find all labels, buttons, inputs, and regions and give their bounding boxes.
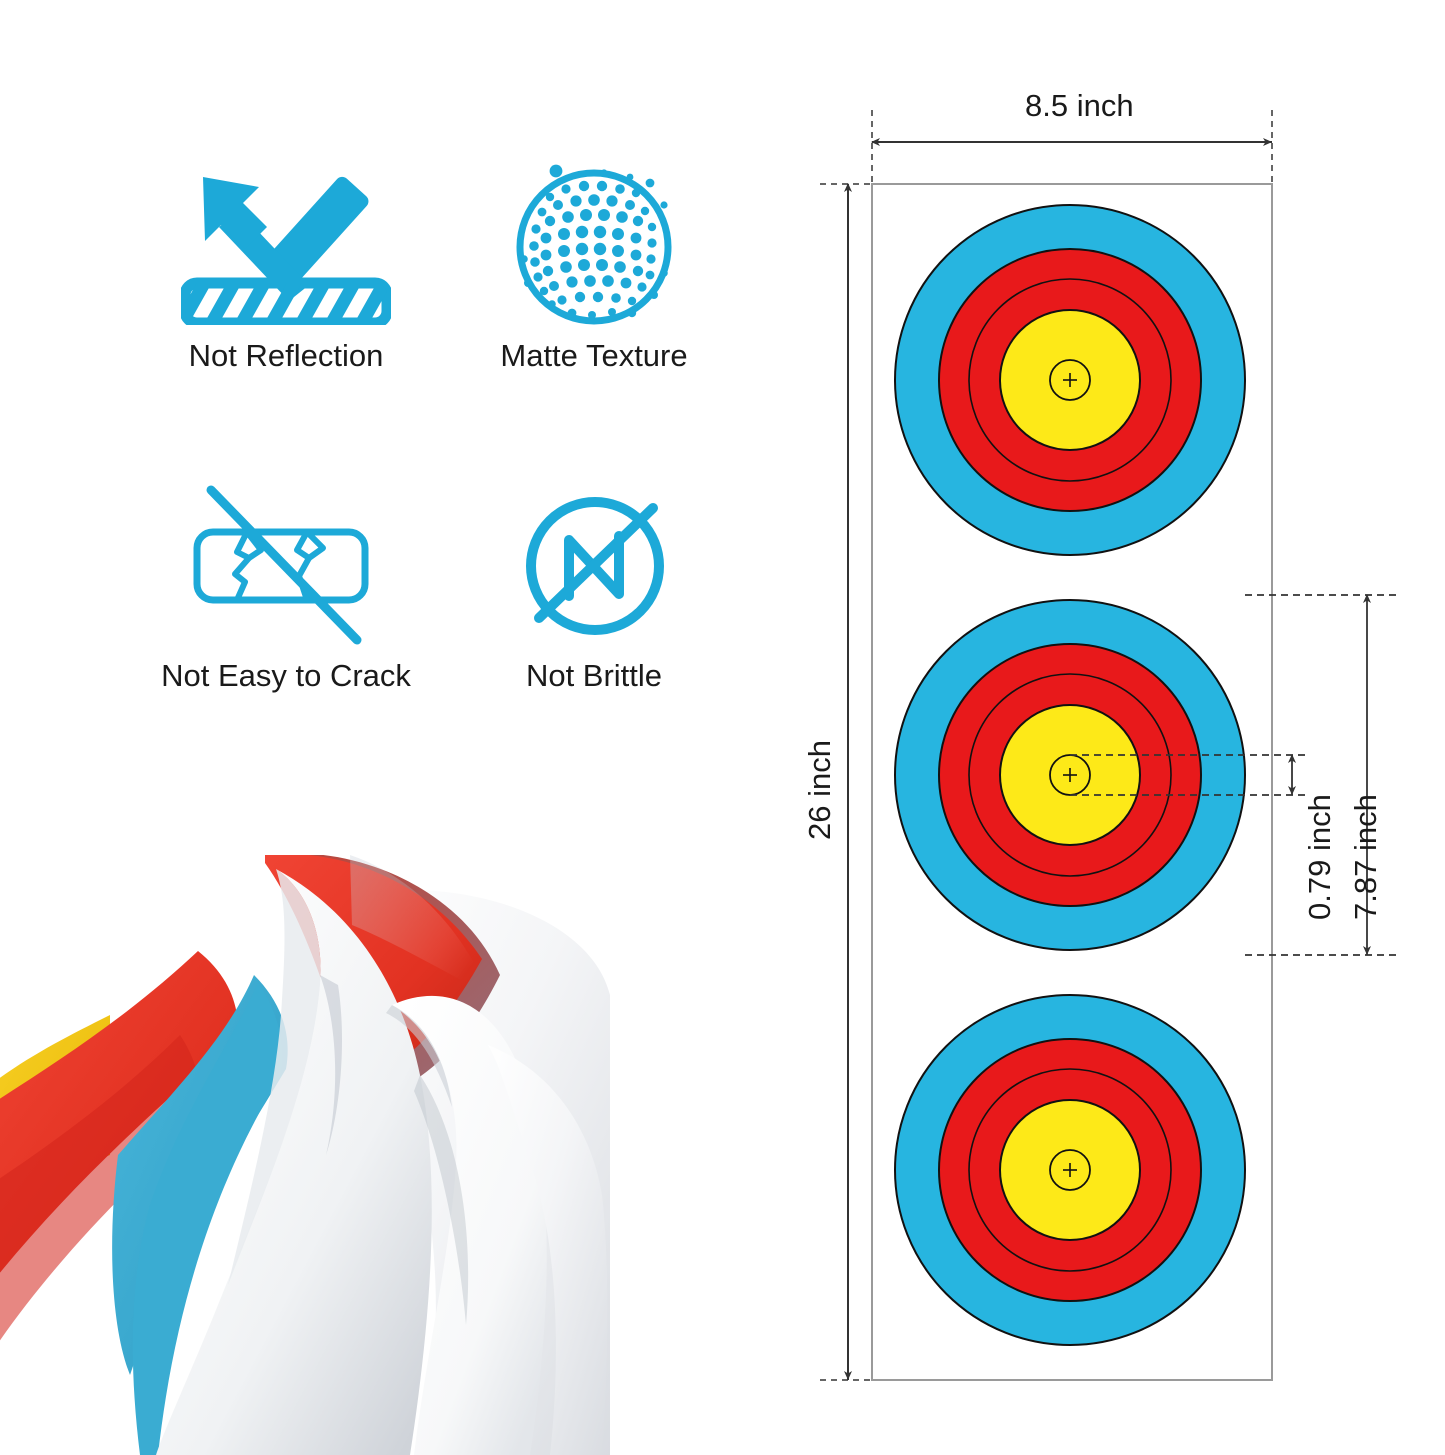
feature-item-not-easy-to-crack: Not Easy to Crack — [136, 470, 436, 750]
no-brittle-icon — [444, 470, 744, 660]
feature-label: Not Easy to Crack — [161, 658, 411, 693]
no-crack-icon — [136, 470, 436, 660]
target-face-top — [894, 204, 1246, 556]
dim-label-target-face: 7.87 inch — [1348, 794, 1383, 920]
stacked-curled-paper-photo — [0, 855, 610, 1455]
feature-label: Not Brittle — [525, 658, 663, 693]
matte-dots-icon — [444, 150, 744, 340]
feature-list: Not Reflection — [96, 150, 756, 750]
feature-item-not-reflection: Not Reflection — [136, 150, 436, 430]
feature-label: Not Reflection — [188, 338, 384, 373]
feature-item-matte-texture: Matte Texture — [444, 150, 744, 430]
feature-label: Matte Texture — [500, 338, 688, 373]
dim-label-inner-ring: 0.79 inch — [1302, 794, 1337, 920]
dim-label-width: 8.5 inch — [1025, 88, 1134, 123]
feature-item-not-brittle: Not Brittle — [444, 470, 744, 750]
no-reflection-icon — [136, 150, 436, 340]
dim-label-height: 26 inch — [802, 740, 837, 840]
target-sheet-dimensions: 8.5 inch 26 inch 0.79 inch 7.87 inch — [780, 80, 1445, 1420]
target-face-bottom — [894, 994, 1246, 1346]
target-face-middle — [894, 599, 1246, 951]
